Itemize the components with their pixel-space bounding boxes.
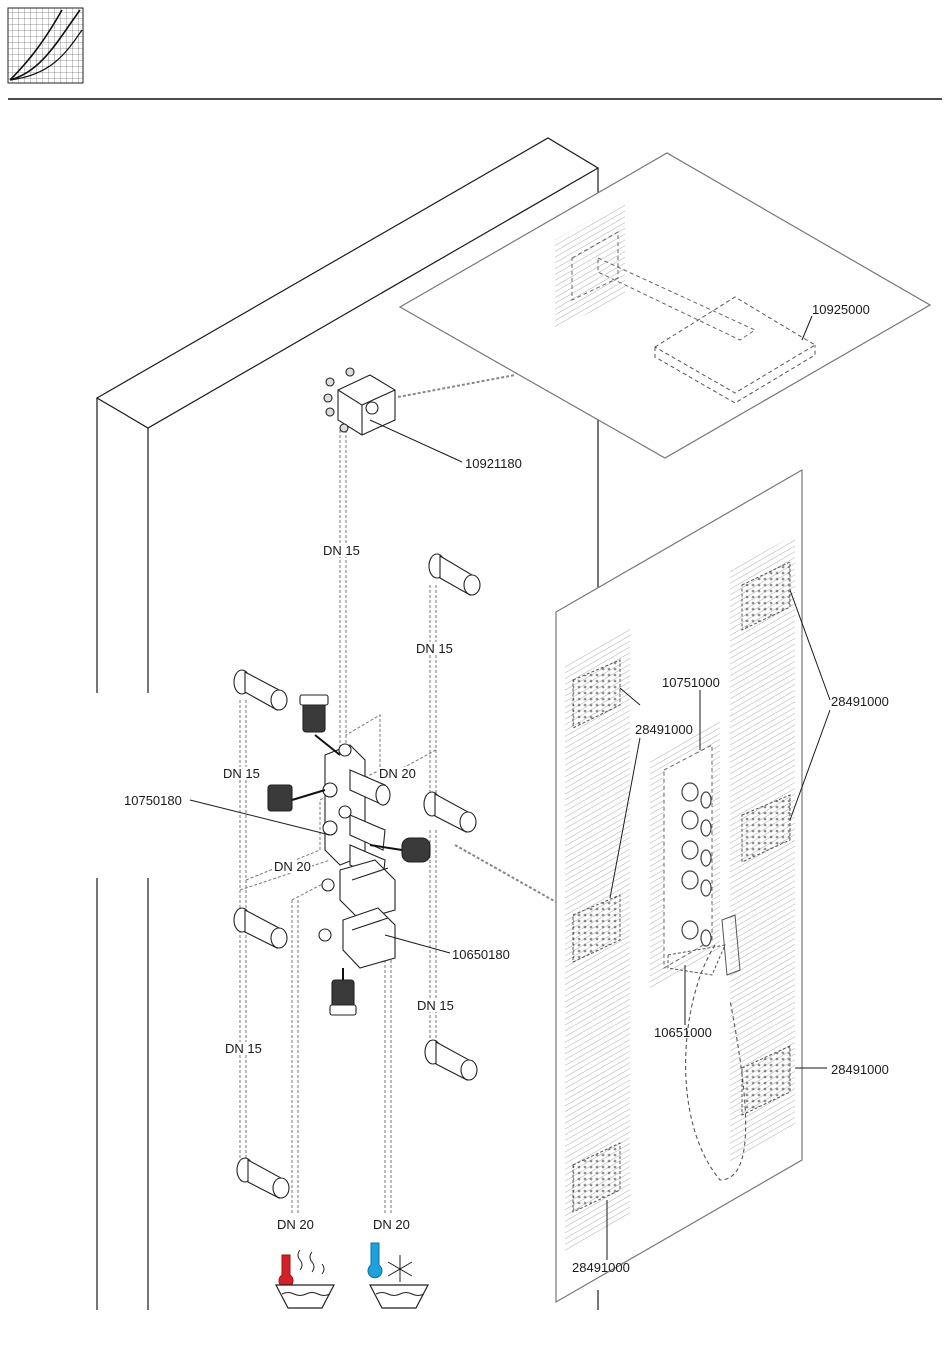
label-body-jet-right-bottom: 28491000 bbox=[831, 1063, 889, 1076]
label-dn15-right-top: DN 15 bbox=[415, 642, 454, 655]
label-control-module: 10751000 bbox=[662, 676, 720, 689]
label-dn20-left: DN 20 bbox=[273, 860, 312, 873]
label-body-jet-bottom: 28491000 bbox=[572, 1261, 630, 1274]
label-dn15-top: DN 15 bbox=[322, 544, 361, 557]
label-dn15-left-bottom: DN 15 bbox=[224, 1042, 263, 1055]
hot-water-supply-icon bbox=[276, 1250, 334, 1308]
label-dn15-right-bottom: DN 15 bbox=[416, 999, 455, 1012]
label-rain-head: 10925000 bbox=[812, 303, 870, 316]
label-dn15-left-mid: DN 15 bbox=[222, 767, 261, 780]
label-thermostat-basic: 10650180 bbox=[452, 948, 510, 961]
label-basic-set-middle: 10750180 bbox=[124, 794, 182, 807]
label-handshower-module: 10651000 bbox=[654, 1026, 712, 1039]
label-dn20-cold: DN 20 bbox=[372, 1218, 411, 1231]
label-dn20-center: DN 20 bbox=[378, 767, 417, 780]
label-body-jet-right-top: 28491000 bbox=[831, 695, 889, 708]
cold-water-supply-icon bbox=[368, 1243, 428, 1308]
flow-chart-logo-icon bbox=[8, 8, 83, 83]
label-dn20-hot: DN 20 bbox=[276, 1218, 315, 1231]
label-basic-set-top: 10921180 bbox=[465, 457, 522, 470]
basic-set-middle bbox=[268, 695, 430, 880]
label-body-jet-center: 28491000 bbox=[635, 723, 693, 736]
thermostat-basic-set bbox=[319, 860, 395, 1015]
basic-set-top bbox=[324, 368, 395, 435]
